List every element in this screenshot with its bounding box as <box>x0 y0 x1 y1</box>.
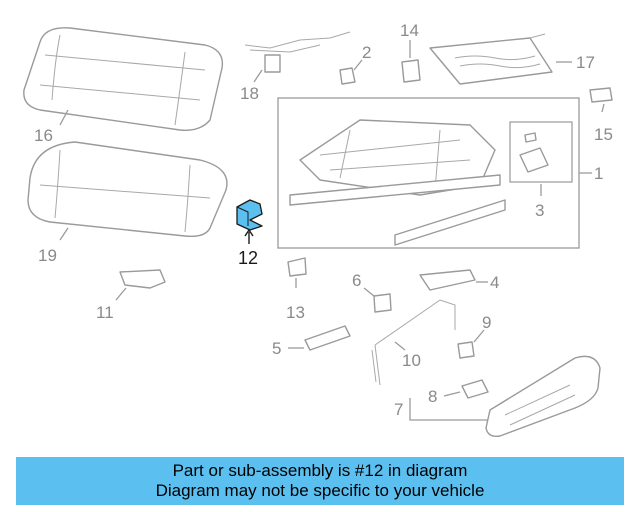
callout-12: 12 <box>238 248 258 268</box>
part-7-side-shield <box>485 355 601 438</box>
callout-19: 19 <box>38 246 57 265</box>
part-13-bracket <box>287 257 307 277</box>
part-9-clip <box>457 341 475 359</box>
part-15-cap <box>589 87 613 103</box>
part-6-plate <box>373 293 392 313</box>
part-2-clip <box>339 67 356 85</box>
part-1-seat-frame-assembly <box>277 97 580 249</box>
part-18-wire-harness <box>244 31 351 73</box>
part-4-bracket <box>419 269 476 291</box>
part-12-highlighted <box>236 199 263 231</box>
callout-9: 9 <box>482 313 491 332</box>
callout-7: 7 <box>394 400 403 419</box>
callout-4: 4 <box>490 273 499 292</box>
callout-1: 1 <box>594 164 603 183</box>
callout-8: 8 <box>428 387 437 406</box>
callout-11: 11 <box>96 303 114 322</box>
callout-6: 6 <box>352 271 361 290</box>
callout-2: 2 <box>362 43 371 62</box>
part-19-seat-cushion <box>27 141 228 238</box>
info-banner: Part or sub-assembly is #12 in diagram D… <box>16 457 624 505</box>
callout-13: 13 <box>286 303 305 322</box>
part-11-bracket <box>119 269 166 289</box>
callout-10: 10 <box>402 351 421 370</box>
banner-line-2: Diagram may not be specific to your vehi… <box>155 481 485 500</box>
callout-16: 16 <box>34 126 53 145</box>
callout-5: 5 <box>272 339 281 358</box>
part-14-bracket <box>401 59 421 83</box>
callout-17: 17 <box>576 53 595 72</box>
part-5-trim <box>304 325 351 351</box>
callout-3: 3 <box>535 201 544 220</box>
part-17-heater-mat <box>429 33 553 85</box>
callout-15: 15 <box>594 125 613 144</box>
part-3-sub-assembly-box <box>509 121 573 183</box>
callout-14: 14 <box>400 21 419 40</box>
callout-18: 18 <box>240 84 259 103</box>
part-16-seat-back-cushion <box>23 27 224 131</box>
part-10-lever-wire <box>371 299 456 386</box>
banner-line-1: Part or sub-assembly is #12 in diagram <box>172 461 468 480</box>
part-8-bracket <box>461 379 489 399</box>
